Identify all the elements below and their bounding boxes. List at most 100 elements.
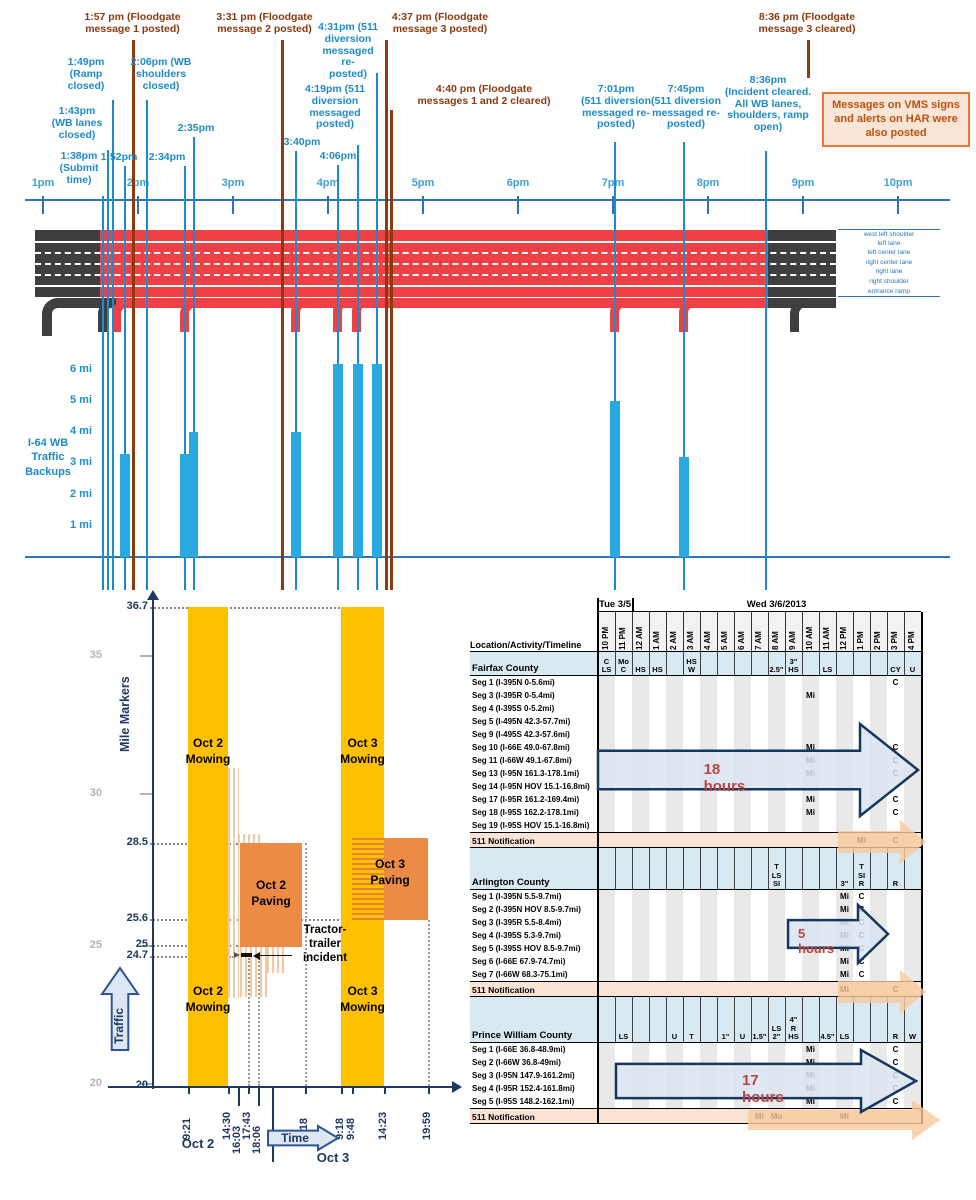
col-header-label: 10 AM: [805, 626, 814, 650]
vms-har-note: Messages on VMS signs and alerts on HAR …: [822, 92, 970, 148]
segment-cell-value: Mi: [840, 970, 849, 979]
y-axis-arrowhead: [147, 590, 159, 600]
zebra-band: [734, 968, 751, 981]
segment-cell-value: Mi: [840, 957, 849, 966]
segment-label: Seg 4 (I-95R 152.4-161.8mi): [472, 1084, 575, 1093]
zebra-band: [700, 715, 717, 728]
zebra-band: [598, 676, 615, 689]
zebra-band: [666, 890, 683, 903]
col-header-label: 11 PM: [618, 627, 627, 650]
county-label: Prince William County: [472, 1030, 573, 1041]
county-cell-value: LS: [618, 1031, 629, 1041]
duration-label: 18 hours: [703, 761, 746, 795]
gray-tick-label: 25: [89, 939, 102, 951]
col-header-cell: [870, 612, 887, 652]
segment-label: Seg 18 (I-95S 162.2-178.1mi): [472, 808, 579, 817]
county-cell: [904, 652, 921, 676]
segment-label: Seg 7 (I-66W 68.3-75.1mi): [472, 970, 568, 979]
event-line: [683, 142, 685, 590]
navy-tick-label: 20: [135, 1079, 148, 1091]
gray-tick: [140, 793, 154, 795]
hour-label: 1pm: [31, 177, 55, 189]
navy-tick-label: 25: [135, 938, 148, 950]
county-cell: [649, 997, 666, 1043]
segment-label: Seg 5 (I-395S HOV 8.5-9.7mi): [472, 944, 581, 953]
segment-label: Seg 3 (I-395R 0-5.4mi): [472, 691, 555, 700]
county-cell: [887, 997, 904, 1043]
paving-label: Oct 2 Paving: [251, 878, 291, 908]
event-label: 8:36 pm (Floodgate message 3 cleared): [758, 11, 856, 35]
event-line: [765, 151, 767, 590]
incident-label: Tractor- trailer incident: [302, 924, 348, 964]
table-left-divider: [597, 598, 599, 1124]
county-row-border: [470, 888, 921, 890]
col-header-label: 9 AM: [788, 631, 797, 650]
county-cell: [700, 848, 717, 890]
entrance-ramp-gray: [42, 298, 90, 336]
county-cell-value: LS 2": [771, 1023, 782, 1041]
event-label: 2:34pm: [148, 151, 186, 163]
segment-cell-value: C: [892, 1097, 899, 1106]
zebra-band: [632, 890, 649, 903]
zebra-band: [700, 942, 717, 955]
event-label: 4:19pm (511 diversion messaged posted): [304, 83, 366, 131]
zebra-band: [734, 903, 751, 916]
county-cell-value: U: [739, 1031, 746, 1041]
navy-tick-label: 36.7: [126, 600, 148, 612]
zebra-band: [734, 916, 751, 929]
county-cell-value: LS: [839, 1031, 850, 1041]
zebra-band: [666, 955, 683, 968]
zebra-band: [870, 806, 887, 819]
col-header-label: 4 PM: [907, 631, 916, 650]
hour-label: 4pm: [316, 177, 340, 189]
entrance-ramp-gray: [790, 298, 808, 332]
zebra-band: [904, 780, 921, 793]
zebra-band: [836, 968, 853, 981]
county-cell: [819, 997, 836, 1043]
col-header-label: 10 PM: [601, 626, 610, 650]
col-header-label: 2 PM: [873, 631, 882, 650]
county-cell: [836, 997, 853, 1043]
county-cell: [615, 652, 632, 676]
zebra-band: [734, 676, 751, 689]
col-header-label: 4 AM: [703, 631, 712, 650]
zebra-band: [598, 728, 615, 741]
navy-tick-label: 24.7: [126, 949, 148, 961]
mi-axis-label: 1 mi: [69, 518, 92, 531]
segment-cell-value: C: [892, 678, 899, 687]
gray-tick-label: 35: [89, 649, 102, 661]
zebra-band: [666, 942, 683, 955]
col-header-cell: [632, 612, 649, 652]
zebra-band: [598, 1095, 615, 1108]
segment-label: Seg 2 (I-66W 36.8-49mi): [472, 1058, 561, 1067]
zebra-band: [904, 916, 921, 929]
county-cell: [632, 997, 649, 1043]
event-line: [281, 40, 284, 590]
lane-line-dashed: [35, 274, 836, 276]
dotted-guide: [305, 843, 307, 1086]
zebra-band: [700, 728, 717, 741]
col-header-cell: [666, 612, 683, 652]
county-cell-value: U: [909, 664, 916, 674]
x-tick-label: 9:21: [181, 1117, 193, 1140]
zebra-band: [802, 728, 819, 741]
event-line: [184, 166, 186, 590]
zebra-band: [700, 676, 717, 689]
county-cell-value: T: [689, 1031, 694, 1041]
segment-cell-value: Mi: [840, 892, 849, 901]
zebra-band: [632, 689, 649, 702]
zebra-band: [768, 1043, 785, 1056]
col-header-label: 12 PM: [839, 626, 848, 650]
zebra-band: [904, 1056, 921, 1069]
zebra-band: [836, 806, 853, 819]
backup-bar: [120, 454, 130, 557]
zebra-band: [904, 1043, 921, 1056]
zebra-band: [836, 955, 853, 968]
paving-label: Oct 3 Paving: [370, 857, 410, 887]
segment-label: Seg 14 (I-95N HOV 15.1-16.8mi): [472, 782, 590, 791]
x-tick-label: 19:59: [421, 1111, 433, 1140]
hour-tick: [42, 196, 44, 214]
county-cell: [819, 848, 836, 890]
col-header-underline: [470, 650, 921, 653]
event-label: 8:36pm (Incident cleared. All WB lanes, …: [724, 74, 812, 133]
